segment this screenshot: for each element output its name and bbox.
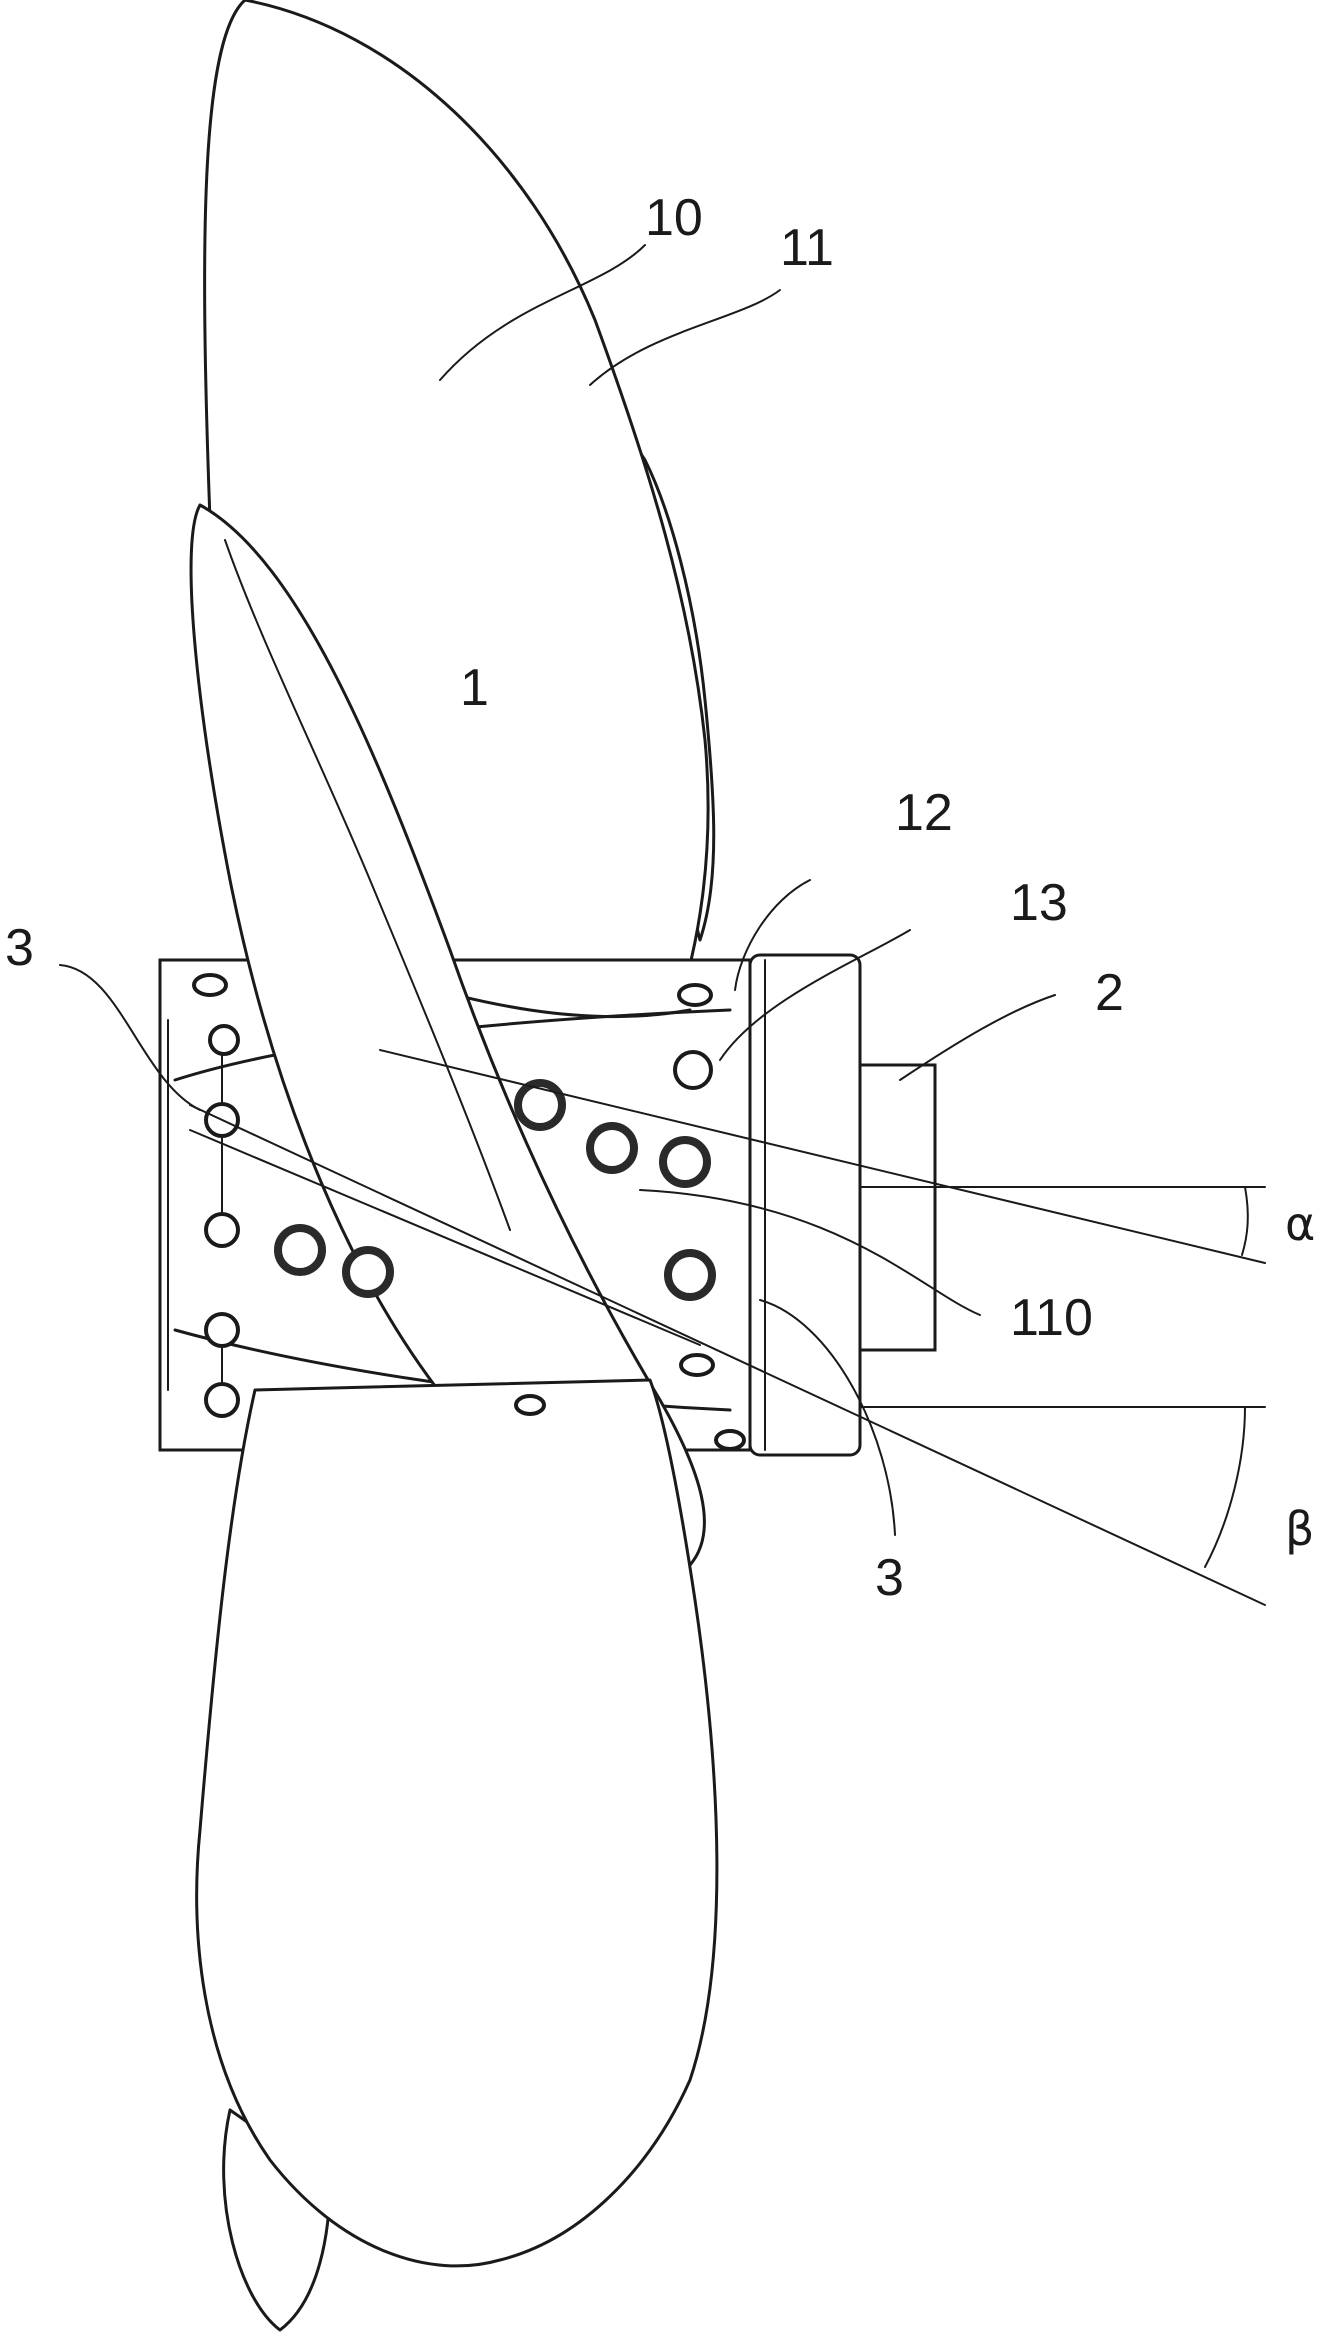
bolt (518, 1083, 562, 1127)
label-3-bottom: 3 (875, 1549, 904, 1607)
screw (206, 1384, 238, 1416)
slot (516, 1396, 544, 1414)
screw (206, 1314, 238, 1346)
bolt (278, 1228, 322, 1272)
label-13: 13 (1010, 874, 1068, 932)
alpha-arc (1242, 1187, 1248, 1255)
lower-blade (197, 1380, 717, 2266)
label-3-left: 3 (5, 919, 34, 977)
label-1: 1 (460, 659, 489, 717)
label-10: 10 (645, 189, 703, 247)
bolt (590, 1126, 634, 1170)
label-110: 110 (1010, 1289, 1093, 1347)
screw (210, 1026, 238, 1054)
label-2: 2 (1095, 964, 1124, 1022)
hub-cap (860, 1065, 935, 1350)
slot (679, 985, 711, 1005)
leader-11 (590, 290, 780, 385)
bolt (663, 1140, 707, 1184)
slot (716, 1431, 744, 1449)
screw (675, 1052, 711, 1088)
label-11: 11 (780, 219, 834, 277)
screw (206, 1214, 238, 1246)
beta-arc (1205, 1407, 1245, 1567)
slot (194, 975, 226, 995)
slot (681, 1355, 713, 1375)
bolt (346, 1250, 390, 1294)
hub-flange (750, 955, 860, 1455)
label-12: 12 (895, 784, 953, 842)
label-beta: β (1285, 1502, 1314, 1556)
label-alpha: α (1285, 1197, 1315, 1251)
bolt (668, 1253, 712, 1297)
